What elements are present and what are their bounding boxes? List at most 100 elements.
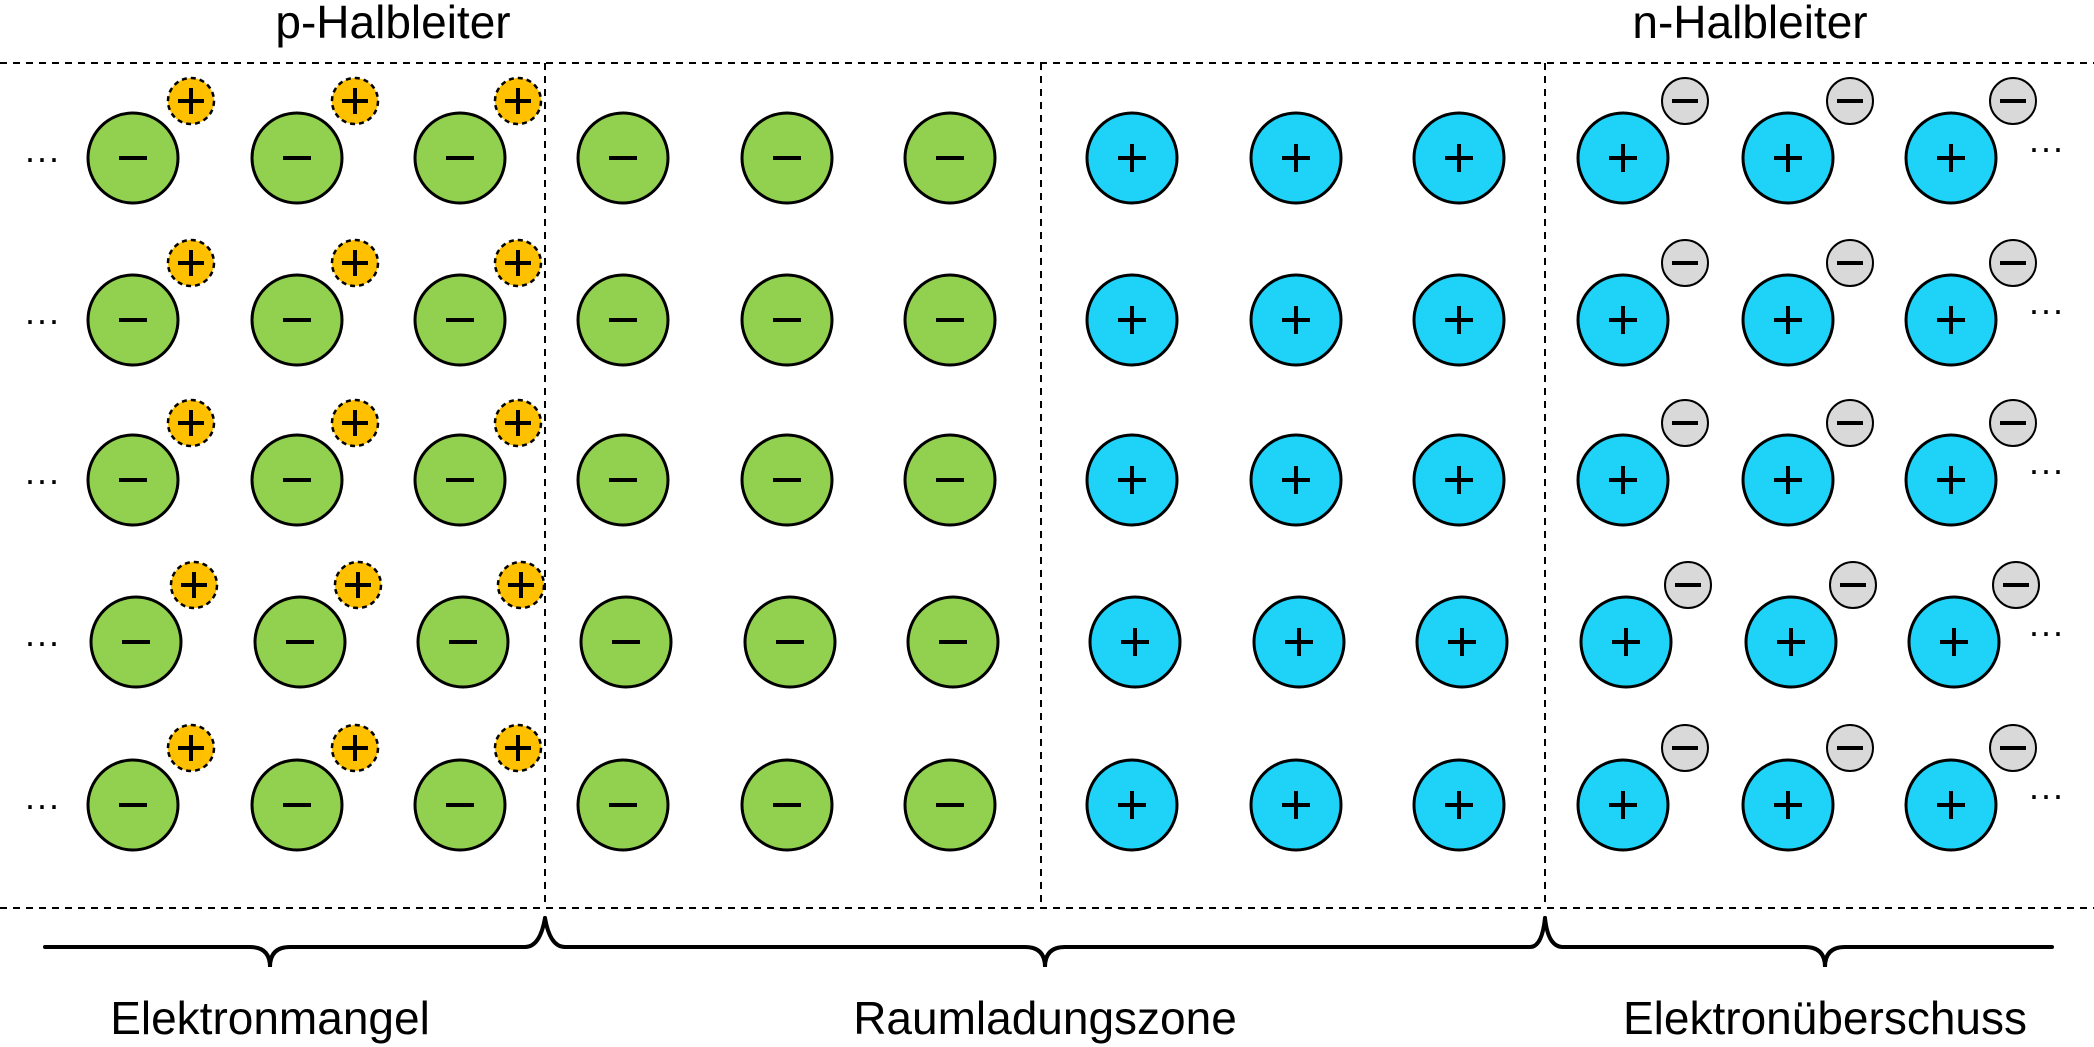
free-electron	[1989, 77, 2037, 125]
lattice-site	[740, 111, 834, 205]
lattice-site	[86, 76, 216, 205]
acceptor-ion	[576, 273, 670, 367]
lattice-site	[576, 111, 670, 205]
donor-ion	[1249, 433, 1343, 527]
plus-sign	[1940, 628, 1968, 656]
acceptor-ion	[740, 433, 834, 527]
acceptor-ion	[576, 433, 670, 527]
plus-sign	[1774, 144, 1802, 172]
lattice-site	[906, 595, 1000, 689]
hole	[330, 723, 380, 773]
lattice-site	[413, 398, 543, 527]
lattice-site	[413, 238, 543, 367]
donor-ion	[1412, 758, 1506, 852]
donor-ion	[1249, 111, 1343, 205]
lattice-site	[576, 273, 670, 367]
lattice-site	[1904, 77, 2037, 205]
lattice-site	[903, 758, 997, 852]
lattice-site	[250, 723, 380, 852]
acceptor-ion	[250, 433, 344, 527]
donor-ion	[1085, 433, 1179, 527]
lattice-site	[740, 758, 834, 852]
plus-sign	[342, 250, 368, 276]
free-electron	[1664, 561, 1712, 609]
lattice-site	[1088, 595, 1182, 689]
p-semiconductor-title: p-Halbleiter	[275, 0, 510, 48]
hole	[169, 560, 219, 610]
donor-ion	[1907, 595, 2001, 689]
ellipsis-right: ···	[2028, 449, 2064, 490]
lattice-site	[1741, 77, 1874, 205]
lattice-site	[576, 758, 670, 852]
plus-sign	[178, 735, 204, 761]
plus-sign	[1118, 144, 1146, 172]
ellipsis-right: ···	[2028, 611, 2064, 652]
electron-deficit-label: Elektronmangel	[110, 992, 430, 1044]
donor-ion	[1412, 273, 1506, 367]
lattice-site	[740, 273, 834, 367]
lattice-site	[1249, 758, 1343, 852]
lattice-site	[413, 723, 543, 852]
free-electron	[1826, 239, 1874, 287]
free-electron	[1829, 561, 1877, 609]
acceptor-ion	[903, 758, 997, 852]
acceptor-ion	[413, 111, 507, 205]
donor-ion	[1576, 758, 1670, 852]
lattice-site	[1249, 111, 1343, 205]
hole	[166, 723, 216, 773]
ellipsis-left: ···	[24, 459, 60, 500]
plus-sign	[1609, 791, 1637, 819]
hole	[333, 560, 383, 610]
acceptor-ion	[740, 273, 834, 367]
donor-ion	[1744, 595, 1838, 689]
lattice-site	[1412, 111, 1506, 205]
ellipsis-right: ···	[2028, 127, 2064, 168]
donor-ion	[1576, 433, 1670, 527]
lattice-site	[1252, 595, 1346, 689]
plus-sign	[1121, 628, 1149, 656]
free-electron	[1661, 239, 1709, 287]
lattice-site	[86, 398, 216, 527]
lattice-site	[579, 595, 673, 689]
hole	[330, 238, 380, 288]
hole	[493, 76, 543, 126]
lattice-site	[903, 111, 997, 205]
plus-sign	[505, 88, 531, 114]
hole	[166, 76, 216, 126]
hole	[330, 398, 380, 448]
plus-sign	[1612, 628, 1640, 656]
lattice-site	[250, 238, 380, 367]
lattice-site	[1904, 239, 2037, 367]
acceptor-ion	[576, 758, 670, 852]
region-braces	[43, 916, 2054, 968]
plus-sign	[342, 88, 368, 114]
plus-sign	[178, 410, 204, 436]
plus-sign	[505, 410, 531, 436]
plus-sign	[1282, 791, 1310, 819]
hole	[166, 238, 216, 288]
hole	[493, 723, 543, 773]
donor-ion	[1085, 111, 1179, 205]
acceptor-ion	[86, 273, 180, 367]
plus-sign	[1285, 628, 1313, 656]
free-electron	[1826, 399, 1874, 447]
plus-sign	[1609, 466, 1637, 494]
free-electron	[1826, 77, 1874, 125]
acceptor-ion	[250, 758, 344, 852]
lattice-site	[1576, 77, 1709, 205]
lattice-site	[1579, 561, 1712, 689]
hole	[496, 560, 546, 610]
plus-sign	[345, 572, 371, 598]
lattice-site	[1744, 561, 1877, 689]
lattice-site	[1907, 561, 2040, 689]
acceptor-ion	[903, 273, 997, 367]
plus-sign	[1774, 466, 1802, 494]
plus-sign	[1777, 628, 1805, 656]
lattice-site	[1249, 433, 1343, 527]
lattice-site	[86, 723, 216, 852]
donor-ion	[1741, 111, 1835, 205]
plus-sign	[1937, 466, 1965, 494]
lattice-site	[1904, 399, 2037, 527]
plus-sign	[1282, 144, 1310, 172]
